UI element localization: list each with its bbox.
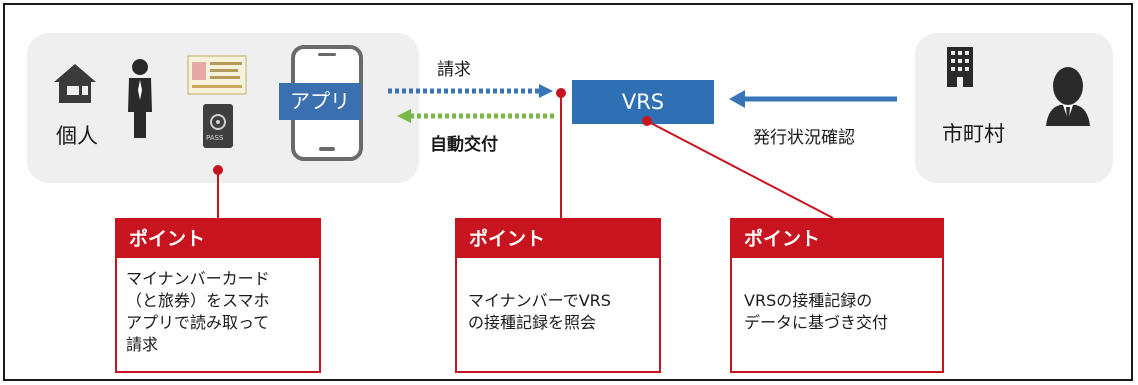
point-body-1: マイナンバーカード （と旅券）をスマホ アプリで読み取って 請求: [117, 258, 319, 356]
vrs-box: VRS: [572, 80, 714, 124]
point-heading-1: ポイント: [117, 220, 319, 258]
app-label: アプリ: [290, 89, 350, 113]
point-heading-2: ポイント: [457, 220, 659, 258]
request-label: 請求: [437, 60, 471, 80]
point-body-3: VRSの接種記録の データに基づき交付: [732, 258, 942, 334]
point-1-line-3: アプリで読み取って: [126, 313, 270, 332]
passport-badge-text: PASS: [206, 134, 224, 142]
point-1-line-2: （と旅券）をスマホ: [126, 291, 270, 310]
status-check-label: 発行状況確認: [753, 128, 855, 148]
point-1-line-4: 請求: [126, 335, 159, 354]
point-box-1: ポイント マイナンバーカード （と旅券）をスマホ アプリで読み取って 請求: [115, 218, 321, 373]
point-body-2: マイナンバーでVRS の接種記録を照会: [457, 258, 659, 334]
point-3-line-2: データに基づき交付: [744, 313, 889, 332]
point-heading-3: ポイント: [732, 220, 942, 258]
municipality-panel: [915, 33, 1113, 183]
vrs-label: VRS: [621, 90, 665, 114]
point-2-line-1: マイナンバーでVRS: [468, 291, 611, 310]
point-box-3: ポイント VRSの接種記録の データに基づき交付: [730, 218, 944, 373]
point-3-line-1: VRSの接種記録の: [744, 291, 873, 310]
municipality-label: 市町村: [942, 122, 1005, 146]
point-box-2: ポイント マイナンバーでVRS の接種記録を照会: [455, 218, 661, 373]
point-2-line-2: の接種記録を照会: [468, 313, 597, 332]
auto-issue-label: 自動交付: [430, 135, 498, 155]
app-label-box: アプリ: [279, 83, 361, 120]
point-1-line-1: マイナンバーカード: [126, 269, 270, 288]
individual-label: 個人: [56, 124, 98, 148]
